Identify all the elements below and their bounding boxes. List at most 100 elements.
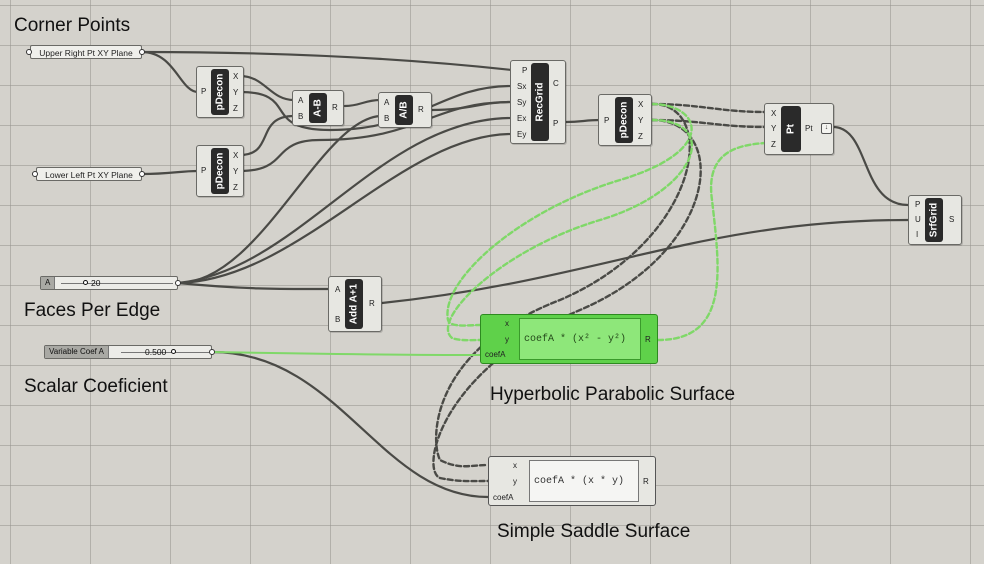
- input-b[interactable]: B: [298, 112, 304, 121]
- pdecon-component-3[interactable]: P pDecon X Y Z: [598, 94, 652, 146]
- input-ex[interactable]: Ex: [517, 114, 527, 123]
- input-p[interactable]: P: [915, 200, 921, 209]
- lower-left-panel[interactable]: Lower Left Pt XY Plane: [36, 167, 142, 181]
- output-y[interactable]: Y: [233, 167, 239, 176]
- division-component[interactable]: A B A/B R: [378, 92, 432, 128]
- output-x[interactable]: X: [233, 72, 239, 81]
- wire: [380, 218, 910, 305]
- component-title: pDecon: [214, 152, 226, 190]
- component-title: SrfGrid: [928, 202, 940, 238]
- output-p[interactable]: P: [553, 119, 559, 128]
- output-c[interactable]: C: [553, 79, 559, 88]
- output-r[interactable]: R: [332, 103, 338, 112]
- subtraction-component[interactable]: A B A-B R: [292, 90, 344, 126]
- component-core: pDecon: [615, 97, 633, 143]
- component-core: pDecon: [211, 69, 229, 115]
- component-core: A/B: [395, 95, 413, 125]
- wire: [140, 50, 514, 72]
- input-a[interactable]: A: [298, 96, 304, 105]
- slider-output-grip[interactable]: [209, 349, 215, 355]
- component-title: RecGrid: [534, 82, 546, 122]
- input-y[interactable]: y: [513, 477, 517, 486]
- panel-input-grip[interactable]: [26, 49, 32, 55]
- wire: [831, 125, 910, 207]
- output-y[interactable]: Y: [638, 116, 644, 125]
- wire: [238, 100, 514, 173]
- expression-text[interactable]: coefA * (x * y): [529, 460, 639, 502]
- component-title: Pt: [785, 124, 797, 134]
- download-icon[interactable]: ↓: [821, 123, 832, 134]
- srfgrid-component[interactable]: P U I SrfGrid S: [908, 195, 962, 245]
- slider-knob[interactable]: [171, 349, 176, 354]
- group-label-corner-points: Corner Points: [14, 15, 131, 36]
- panel-output-grip[interactable]: [139, 49, 145, 55]
- output-r[interactable]: R: [418, 105, 424, 114]
- input-coefa[interactable]: coefA: [493, 493, 514, 502]
- panel-input-grip[interactable]: [32, 171, 38, 177]
- construct-point-component[interactable]: X Y Z Pt Pt ↓: [764, 103, 834, 155]
- output-r[interactable]: R: [645, 335, 651, 344]
- wire: [140, 169, 200, 176]
- slider-output-grip[interactable]: [175, 280, 181, 286]
- output-x[interactable]: X: [638, 100, 644, 109]
- output-z[interactable]: Z: [638, 132, 643, 141]
- output-z[interactable]: Z: [233, 183, 238, 192]
- addition-component[interactable]: A B Add A+1 R: [328, 276, 382, 332]
- slider-track[interactable]: [121, 352, 209, 353]
- component-title: A-B: [312, 99, 324, 117]
- slider-track[interactable]: [61, 283, 173, 284]
- output-y[interactable]: Y: [233, 88, 239, 97]
- component-core: SrfGrid: [925, 198, 943, 242]
- expression-text[interactable]: coefA * (x² - y²): [519, 318, 641, 360]
- coef-slider[interactable]: Variable Coef A 0.500: [44, 345, 212, 359]
- input-sx[interactable]: Sx: [517, 82, 527, 91]
- recgrid-component[interactable]: P Sx Sy Ex Ey RecGrid C P: [510, 60, 566, 144]
- output-pt[interactable]: Pt: [805, 124, 813, 133]
- wire: [432, 118, 702, 483]
- input-u[interactable]: U: [915, 215, 921, 224]
- component-core: RecGrid: [531, 63, 549, 141]
- output-z[interactable]: Z: [233, 104, 238, 113]
- slider-name: A: [41, 277, 56, 289]
- wire: [176, 132, 514, 285]
- wire: [238, 84, 514, 132]
- upper-right-panel[interactable]: Upper Right Pt XY Plane: [30, 45, 142, 59]
- saddle-expression-component[interactable]: x y coefA coefA * (x * y) R: [488, 456, 656, 506]
- output-x[interactable]: X: [233, 151, 239, 160]
- pdecon-component-1[interactable]: P pDecon X Y Z: [196, 66, 244, 118]
- group-label-hyperbolic: Hyperbolic Parabolic Surface: [490, 384, 736, 405]
- wire: [176, 116, 514, 285]
- input-x[interactable]: x: [513, 461, 517, 470]
- input-y[interactable]: y: [505, 335, 509, 344]
- input-y[interactable]: Y: [771, 124, 777, 133]
- output-s[interactable]: S: [949, 215, 955, 224]
- input-a[interactable]: A: [384, 98, 390, 107]
- output-r[interactable]: R: [643, 477, 649, 486]
- component-title: A/B: [398, 101, 410, 119]
- input-z[interactable]: Z: [771, 140, 776, 149]
- input-sy[interactable]: Sy: [517, 98, 527, 107]
- input-p[interactable]: P: [522, 66, 528, 75]
- input-p[interactable]: P: [604, 116, 610, 125]
- pdecon-component-2[interactable]: P pDecon X Y Z: [196, 145, 244, 197]
- group-label-faces-per-edge: Faces Per Edge: [24, 300, 161, 321]
- hyperbolic-expression-component[interactable]: x y coefA coefA * (x² - y²) R: [480, 314, 658, 364]
- input-i[interactable]: I: [916, 230, 919, 239]
- faces-slider[interactable]: A 20: [40, 276, 178, 290]
- wire: [140, 50, 200, 94]
- input-coefa[interactable]: coefA: [485, 350, 506, 359]
- input-a[interactable]: A: [335, 285, 341, 294]
- panel-output-grip[interactable]: [139, 171, 145, 177]
- input-p[interactable]: P: [201, 166, 207, 175]
- input-p[interactable]: P: [201, 87, 207, 96]
- group-label-saddle: Simple Saddle Surface: [497, 521, 691, 542]
- input-x[interactable]: X: [771, 109, 777, 118]
- input-b[interactable]: B: [384, 114, 390, 123]
- input-b[interactable]: B: [335, 315, 341, 324]
- component-core: Add A+1: [345, 279, 363, 329]
- slider-knob[interactable]: [83, 280, 88, 285]
- output-r[interactable]: R: [369, 299, 375, 308]
- input-x[interactable]: x: [505, 319, 509, 328]
- input-ey[interactable]: Ey: [517, 130, 527, 139]
